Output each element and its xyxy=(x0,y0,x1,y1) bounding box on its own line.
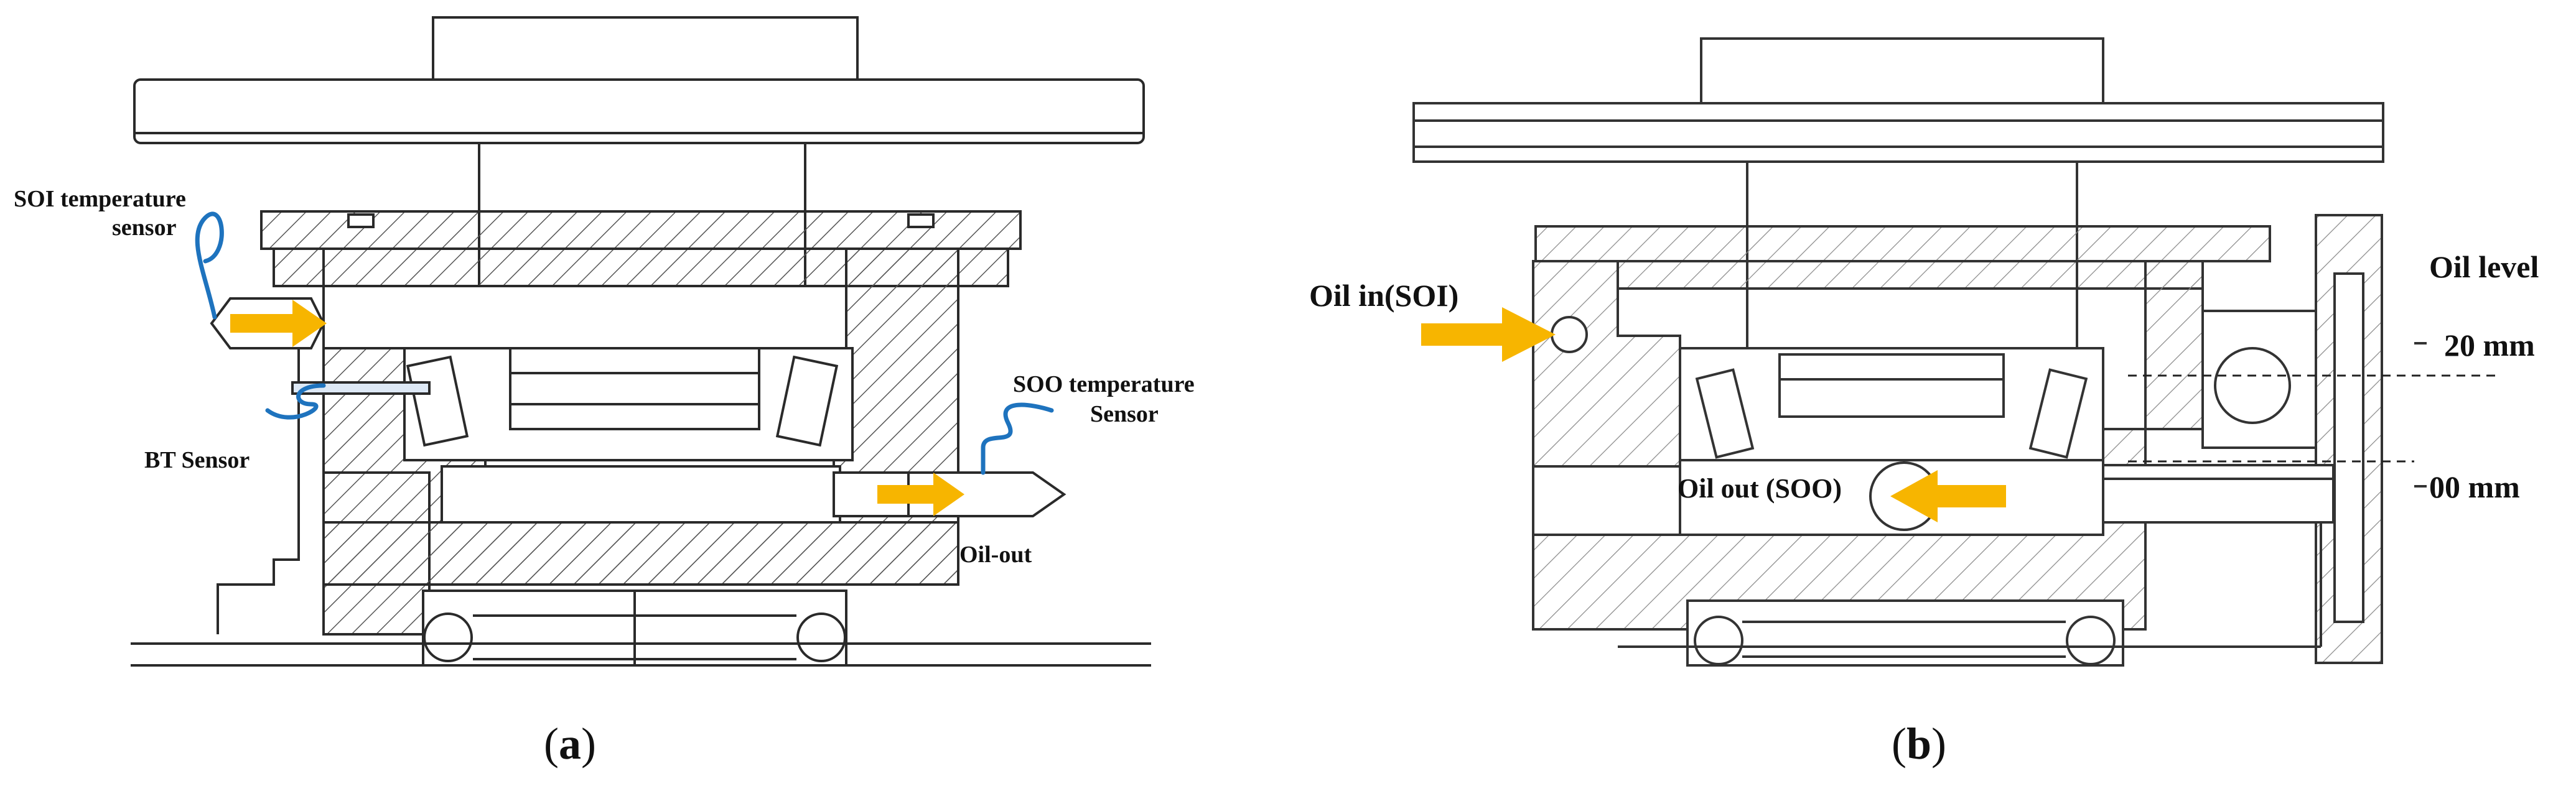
panel-a-sensor-wires xyxy=(195,211,1054,475)
panel-b: Oil in(SOI) Oil out (SOO) Oil level 20 m… xyxy=(1309,37,2539,769)
caption-b-close: ) xyxy=(1931,719,1946,769)
oil-in-label: Oil in(SOI) xyxy=(1309,278,1458,313)
soi-sensor-label-1: SOI temperature xyxy=(14,186,186,212)
panel-a-caption: ( a ) xyxy=(544,719,596,769)
caption-a-open: ( xyxy=(544,719,559,769)
level-00-label: 00 mm xyxy=(2429,469,2520,504)
panel-b-flow-arrows xyxy=(1421,307,2006,522)
caption-b-open: ( xyxy=(1892,719,1906,769)
panel-b-labels: Oil in(SOI) Oil out (SOO) Oil level 20 m… xyxy=(1309,249,2539,504)
soo-sensor-label-2: Sensor xyxy=(1090,401,1159,427)
oil-out-label: Oil-out xyxy=(959,542,1032,568)
oil-level-label: Oil level xyxy=(2429,249,2539,284)
oil-in-arrow xyxy=(230,300,327,347)
panel-a-housing-drawing xyxy=(131,16,1151,667)
soo-sensor-wire xyxy=(981,402,1054,475)
oil-out-label: Oil out (SOO) xyxy=(1678,473,1842,504)
panel-b-housing-drawing xyxy=(1412,37,2427,667)
panel-b-level-lines xyxy=(2128,374,2495,463)
caption-a-close: ) xyxy=(581,719,596,769)
panel-a-labels: SOI temperature sensor BT Sensor SOO tem… xyxy=(14,186,1195,568)
soo-sensor-label-1: SOO temperature xyxy=(1013,371,1195,397)
caption-a-letter: a xyxy=(559,719,581,769)
bt-sensor-wire xyxy=(265,383,326,420)
oil-in-arrow xyxy=(1421,307,1556,362)
panel-a-flow-arrows xyxy=(230,300,964,516)
level-20-label: 20 mm xyxy=(2444,328,2535,363)
bt-sensor-label: BT Sensor xyxy=(144,447,250,473)
caption-b-letter: b xyxy=(1906,719,1931,769)
panel-b-caption: ( b ) xyxy=(1892,719,1946,769)
oil-out-arrow xyxy=(877,473,964,516)
soi-sensor-label-2: sensor xyxy=(112,215,177,241)
panel-a: SOI temperature sensor BT Sensor SOO tem… xyxy=(14,16,1195,769)
soi-sensor-wire xyxy=(195,211,224,320)
oil-out-arrow xyxy=(1890,470,2006,522)
